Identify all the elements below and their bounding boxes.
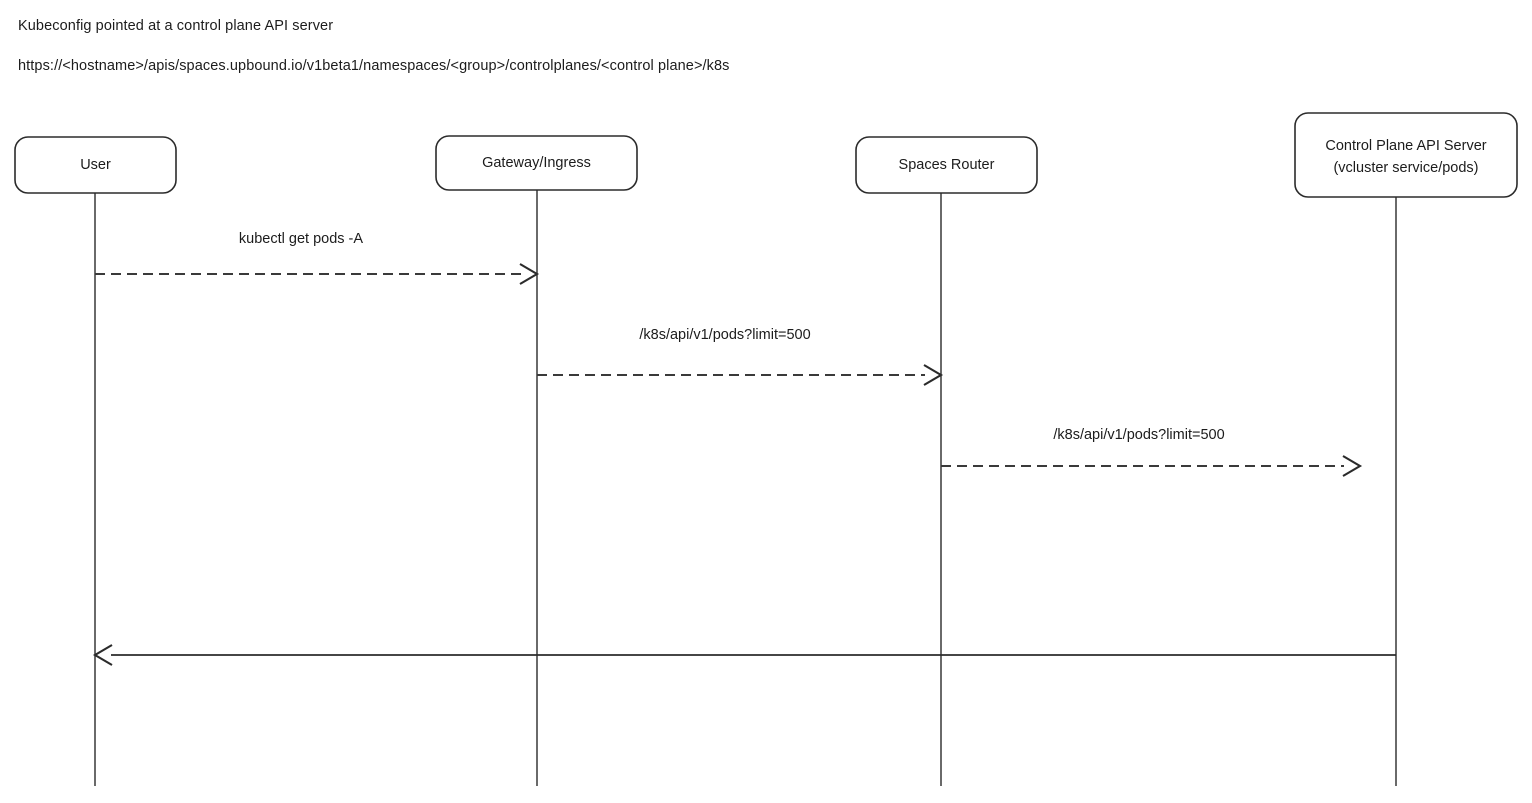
participants-group: User Gateway/Ingress Spaces Router Control … [14,112,1518,198]
participant-sublabel-control-plane: (vcluster service/pods) [1333,160,1478,176]
participant-user[interactable]: User [14,136,177,194]
participant-box-control-plane [1294,112,1518,198]
msg-router-to-control-plane-arrowhead [1342,455,1363,477]
msg-response-to-user[interactable] [92,644,1396,666]
participant-label-control-plane: Control Plane API Server [1325,138,1486,154]
msg-router-to-control-plane[interactable]: /k8s/api/v1/pods?limit=500 [941,427,1363,477]
page-title: Kubeconfig pointed at a control plane AP… [18,18,334,34]
msg-gateway-to-router-label: /k8s/api/v1/pods?limit=500 [639,327,810,343]
participant-box-gateway [435,135,638,191]
participant-control-plane[interactable]: Control Plane API Server (vcluster servic… [1294,112,1518,198]
msg-kubectl-get-pods[interactable]: kubectl get pods -A [95,231,540,285]
kubeconfig-url: https://<hostname>/apis/spaces.upbound.i… [18,58,730,74]
participant-box-user [14,136,177,194]
participant-label-user: User [80,157,111,173]
participant-label-gateway: Gateway/Ingress [482,155,591,171]
participant-label-spaces-router: Spaces Router [899,157,995,173]
msg-kubectl-get-pods-label: kubectl get pods -A [239,231,363,247]
messages-group: kubectl get pods -A/k8s/api/v1/pods?limi… [92,231,1396,666]
msg-gateway-to-router[interactable]: /k8s/api/v1/pods?limit=500 [537,327,944,386]
msg-gateway-to-router-arrowhead [923,364,944,386]
participant-spaces-router[interactable]: Spaces Router [855,136,1038,194]
participant-box-spaces-router [855,136,1038,194]
msg-kubectl-get-pods-arrowhead [519,263,540,285]
msg-response-to-user-arrowhead [92,644,113,666]
participant-gateway[interactable]: Gateway/Ingress [435,135,638,191]
lifelines-group [94,190,1397,786]
msg-router-to-control-plane-label: /k8s/api/v1/pods?limit=500 [1053,427,1224,443]
